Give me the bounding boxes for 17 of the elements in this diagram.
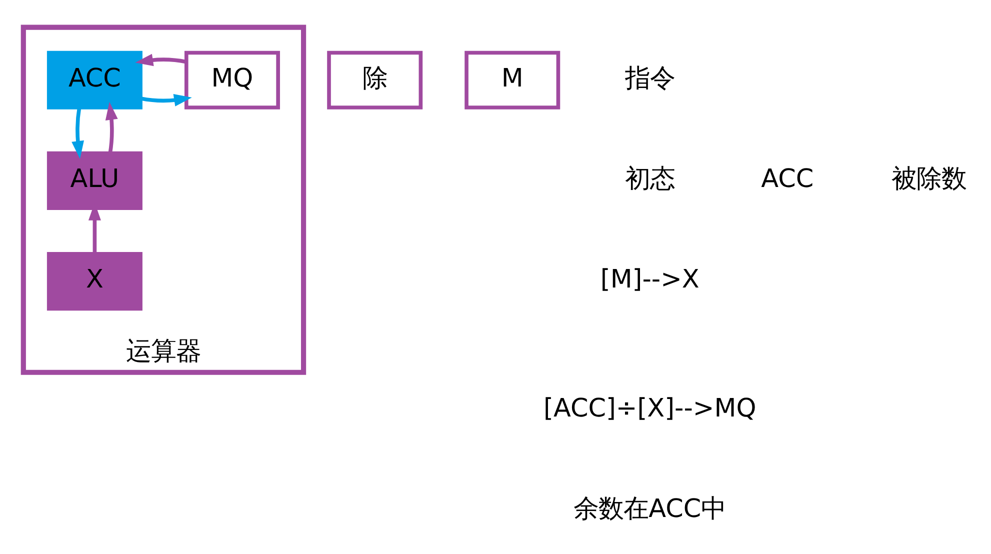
label: 初态: [624, 164, 675, 194]
node-box: X: [46, 252, 142, 310]
label: [ACC]÷[X]-->MQ: [544, 392, 756, 423]
label: 余数在ACC中: [574, 493, 726, 524]
label: [M]-->X: [600, 264, 700, 294]
arrow: [72, 106, 84, 158]
label: 被除数: [891, 164, 966, 194]
arrow: [105, 101, 118, 153]
arrow: [135, 53, 187, 66]
arrow: [140, 94, 192, 106]
label: 指令: [624, 62, 675, 93]
node-box: ALU: [46, 150, 142, 210]
node-box: ACC: [46, 50, 142, 109]
label: ACC: [761, 164, 814, 194]
node-box: MQ: [184, 50, 280, 109]
node-box: M: [464, 50, 560, 109]
node-box: 除: [327, 50, 423, 109]
